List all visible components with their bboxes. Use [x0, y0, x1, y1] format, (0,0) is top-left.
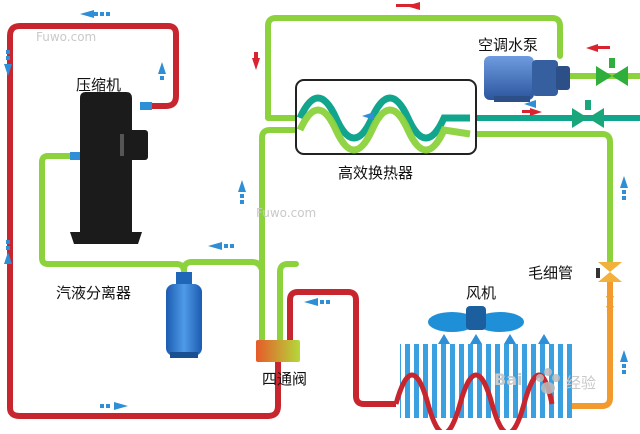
label-fan: 风机: [466, 284, 497, 302]
blue-flow-arrows: [4, 10, 628, 410]
orange-pipe: [552, 282, 613, 409]
label-heat-exchanger: 高效换热器: [338, 164, 414, 182]
valve-mid: [572, 100, 604, 128]
green-pipe-network: [39, 15, 613, 347]
heat-exchanger: [295, 79, 477, 155]
label-four-way-valve: 四通阀: [262, 370, 308, 388]
watermark-baidu-suffix: 经验: [566, 374, 597, 392]
watermark-fuwo-mid: Fuwo.com: [256, 206, 317, 220]
watermark-fuwo-top: Fuwo.com: [36, 30, 97, 44]
fan: [428, 306, 550, 344]
valve-top: [596, 58, 628, 86]
capillary-valve: [596, 262, 622, 282]
condenser-coil: [393, 344, 572, 434]
label-pump: 空调水泵: [478, 36, 539, 54]
water-pump: [484, 56, 570, 102]
watermark-baidu: Bai: [494, 370, 523, 389]
red-pipe-loop: [7, 23, 396, 419]
red-flow-arrows: [252, 2, 610, 116]
compressor: [70, 92, 152, 244]
orange-flow-arrows: [606, 296, 614, 314]
gas-liquid-separator: [166, 272, 202, 358]
four-way-valve: [256, 340, 300, 362]
watermark-logo-icon: [536, 368, 560, 394]
label-compressor: 压缩机: [76, 76, 122, 94]
label-separator: 汽液分离器: [56, 284, 132, 302]
label-capillary: 毛细管: [528, 264, 574, 282]
